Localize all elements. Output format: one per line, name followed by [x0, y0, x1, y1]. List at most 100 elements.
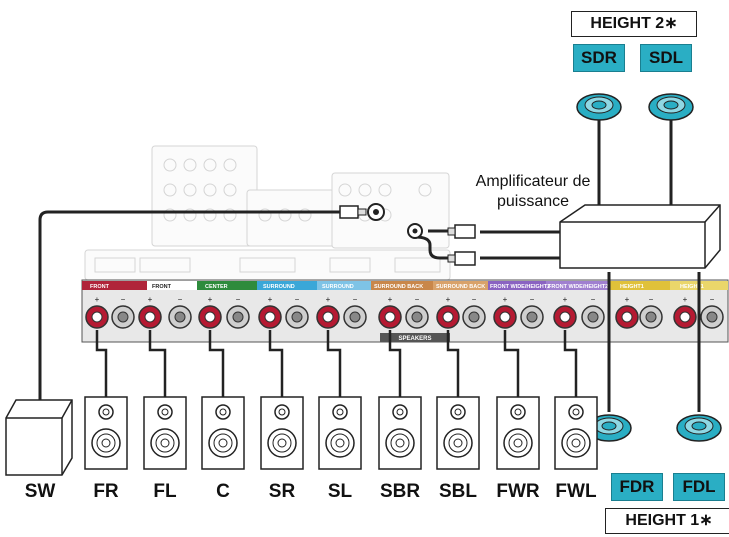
terminal-negative: −: [700, 295, 724, 329]
asterisk: ∗: [699, 512, 713, 529]
svg-text:−: −: [649, 295, 654, 304]
terminal-label: HEIGHT1: [680, 284, 704, 290]
speakers-caption: SPEAKERS: [398, 336, 431, 342]
receiver-panel-faded: [84, 145, 451, 281]
terminal-positive: +: [378, 295, 402, 329]
terminal-negative: −: [520, 295, 544, 329]
floor-speaker-icon: [378, 330, 422, 470]
terminal-negative: −: [581, 295, 605, 329]
terminal-negative: −: [343, 295, 367, 329]
speaker-label-fdl: FDL: [673, 473, 725, 501]
speaker-label-sr: SR: [268, 481, 296, 502]
terminal-negative: −: [405, 295, 429, 329]
terminal-label: SURROUND BACK: [374, 284, 423, 290]
height2-title: HEIGHT 2∗: [571, 11, 697, 37]
terminal-negative: −: [285, 295, 309, 329]
svg-text:−: −: [710, 295, 715, 304]
svg-text:−: −: [178, 295, 183, 304]
terminal-label: SURROUND: [322, 284, 354, 290]
terminal-positive: +: [493, 295, 517, 329]
terminal-negative: −: [226, 295, 250, 329]
terminal-positive: +: [553, 295, 577, 329]
amplifier-cables: [414, 120, 701, 412]
svg-text:−: −: [472, 295, 477, 304]
height1-title-text: HEIGHT 1: [625, 512, 700, 529]
svg-text:−: −: [121, 295, 126, 304]
ceiling-speaker-icon: [676, 414, 722, 442]
speaker-label-fdr: FDR: [611, 473, 663, 501]
svg-text:+: +: [148, 295, 153, 304]
speaker-label-sl: SL: [327, 481, 353, 502]
ceiling-speakers: [576, 93, 722, 442]
svg-text:+: +: [208, 295, 213, 304]
terminal-positive: +: [436, 295, 460, 329]
terminal-negative: −: [639, 295, 663, 329]
subwoofer-cable: [38, 210, 340, 400]
floor-speaker-icon: [260, 330, 304, 470]
svg-text:+: +: [563, 295, 568, 304]
svg-text:−: −: [353, 295, 358, 304]
terminal-negative: −: [168, 295, 192, 329]
svg-text:+: +: [683, 295, 688, 304]
speaker-label-sbr: SBR: [379, 481, 421, 502]
ceiling-speaker-icon: [648, 93, 694, 121]
rca-plug-subwoofer: [339, 203, 385, 221]
svg-text:FRONT CENTER SURRO: FRONT CENTER SURROUND SURROUND SURROUND …: [90, 284, 704, 290]
terminal-positive: +: [615, 295, 639, 329]
terminal-label: FRONT WIDE/HEIGHT2: [490, 284, 550, 290]
svg-text:+: +: [446, 295, 451, 304]
speaker-label-sbl: SBL: [439, 481, 477, 502]
terminal-posts: + − + − + − + − + − + − + − + − + − + − + −: [85, 295, 724, 329]
ceiling-speaker-icon: [586, 414, 632, 442]
terminal-label: FRONT: [152, 284, 172, 290]
floor-speaker-icon: [554, 330, 598, 470]
asterisk: ∗: [664, 15, 678, 32]
svg-text:−: −: [415, 295, 420, 304]
speaker-label-c: C: [216, 481, 230, 502]
terminal-positive: +: [198, 295, 222, 329]
terminal-positive: +: [85, 295, 109, 329]
speaker-label-fr: FR: [93, 481, 119, 502]
amplifier-label: Amplificateur de puissance: [475, 173, 591, 210]
speaker-label-sdr: SDR: [573, 44, 625, 72]
svg-text:+: +: [625, 295, 630, 304]
terminal-positive: +: [138, 295, 162, 329]
speaker-label-sdl: SDL: [640, 44, 692, 72]
terminal-negative: −: [462, 295, 486, 329]
terminal-label: SURROUND: [263, 284, 295, 290]
terminal-negative: −: [111, 295, 135, 329]
floor-speaker-icon: [143, 330, 187, 470]
floor-speaker-icon: [318, 330, 362, 470]
height2-title-text: HEIGHT 2: [590, 15, 665, 32]
speaker-label-fl: FL: [153, 481, 177, 502]
floor-speaker-icon: [436, 330, 480, 470]
terminal-label: FRONT WIDE/HEIGHT2: [548, 284, 608, 290]
svg-text:−: −: [530, 295, 535, 304]
svg-text:+: +: [95, 295, 100, 304]
terminal-label: CENTER: [205, 284, 228, 290]
terminal-positive: +: [316, 295, 340, 329]
speaker-label-sw: SW: [24, 481, 56, 502]
power-amplifier: [559, 204, 721, 269]
svg-text:+: +: [503, 295, 508, 304]
speaker-terminal-strip: FRONT CENTER SURROUND SURROUND SURROUND …: [81, 279, 729, 343]
svg-text:+: +: [326, 295, 331, 304]
svg-text:−: −: [591, 295, 596, 304]
subwoofer: [5, 399, 73, 476]
svg-text:−: −: [295, 295, 300, 304]
svg-text:+: +: [388, 295, 393, 304]
height1-title: HEIGHT 1∗: [605, 508, 729, 534]
floor-speaker-icon: [84, 330, 128, 470]
svg-text:+: +: [268, 295, 273, 304]
terminal-positive: +: [673, 295, 697, 329]
floor-speakers: [84, 330, 598, 470]
terminal-label: HEIGHT1: [620, 284, 644, 290]
speaker-label-fwr: FWR: [496, 481, 540, 502]
floor-speaker-icon: [201, 330, 245, 470]
svg-text:−: −: [236, 295, 241, 304]
terminal-label: FRONT: [90, 284, 110, 290]
terminal-label: SURROUND BACK: [436, 284, 485, 290]
terminal-positive: +: [258, 295, 282, 329]
speaker-label-fwl: FWL: [555, 481, 597, 502]
